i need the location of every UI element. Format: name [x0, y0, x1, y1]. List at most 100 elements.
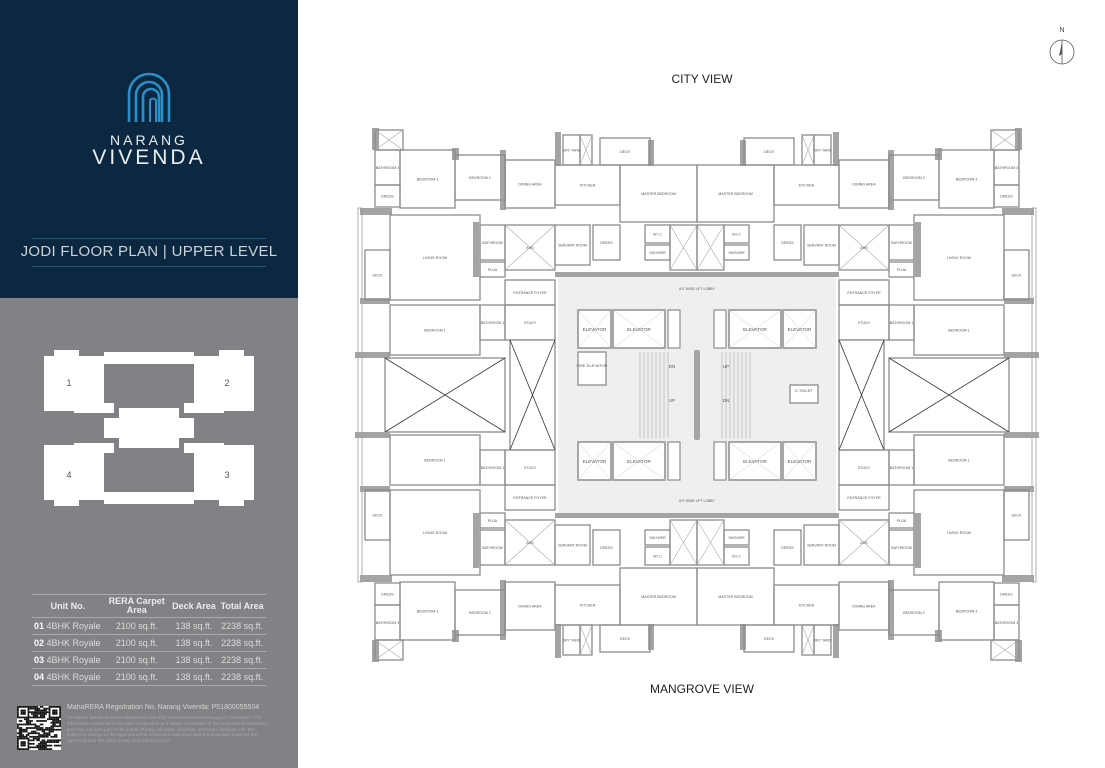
cutout-cross — [888, 357, 1010, 433]
wall — [888, 580, 894, 640]
room-label-wic: W.I.C — [732, 555, 741, 559]
room-label-deck: DECK — [764, 637, 775, 641]
rera-registration: MahaRERA Registration No. Narang Vivenda… — [67, 704, 260, 711]
room-label-master: MASTER BEDROOM — [718, 595, 753, 599]
shaft-cross — [577, 309, 612, 349]
col-deck-area: Deck Area — [169, 594, 219, 618]
shaft-cross — [669, 224, 698, 271]
elevator-label: ELEVATOR — [743, 459, 767, 464]
room-label-deck: DECK — [620, 150, 631, 154]
qr-code[interactable] — [17, 706, 61, 750]
room-dress — [592, 529, 621, 566]
wall — [500, 150, 506, 210]
wall — [360, 486, 390, 492]
room-label-shower: SHOWER — [728, 251, 745, 255]
room-label-bathroom1: BATHROOM 1 — [890, 321, 914, 325]
key-plan-unit-shape — [194, 356, 254, 411]
shaft-cross — [990, 129, 1020, 151]
room-label-puja: PUJA — [488, 519, 498, 523]
room-label-master: MASTER BEDROOM — [718, 192, 753, 196]
lift-lobby-label: 6'0" WIDE LIFT LOBBY — [679, 499, 715, 503]
cutout-cross — [384, 357, 506, 433]
room-servant — [803, 224, 840, 266]
room-label-ahs: AHS — [860, 246, 868, 250]
shaft-cross — [509, 339, 556, 451]
key-plan-unit-shape — [44, 356, 104, 411]
wall — [1004, 298, 1034, 304]
room-label-kitchen: KITCHEN — [799, 184, 815, 188]
room-label-foyer: ENTRANCE FOYER — [847, 291, 881, 295]
shaft-cross — [669, 519, 698, 566]
room-label-dining: DINING AREA — [852, 183, 876, 187]
room-label-dining: DINING AREA — [518, 183, 542, 187]
carpet-area: 2100 sq.ft. — [103, 651, 170, 669]
room-master — [696, 567, 775, 626]
unit-2-plan — [696, 128, 1039, 583]
room-label-bathroom3: BATHROOM 3 — [995, 166, 1019, 170]
room-label-shower: SHOWER — [649, 251, 666, 255]
room-label-kitchen: KITCHEN — [580, 184, 596, 188]
wall — [915, 222, 921, 277]
room-label-shower: SHOWER — [728, 536, 745, 540]
elevator-label: ELEVATOR — [627, 327, 651, 332]
key-plan-unit-shape — [149, 492, 194, 504]
key-plan-unit-2: 2 — [224, 378, 229, 388]
room-label-kitchen: KITCHEN — [580, 604, 596, 608]
wall — [473, 222, 479, 277]
room-label-bathroom3: BATHROOM 3 — [376, 166, 400, 170]
lift-lobby-label: 6'0" WIDE LIFT LOBBY — [679, 287, 715, 291]
room-label-foyer: ENTRANCE FOYER — [513, 496, 547, 500]
room-label-servant: SERVANT ROOM — [558, 244, 587, 248]
room-side_deck — [1003, 489, 1030, 541]
room-label-dry_yard: DRY YARD — [813, 639, 832, 643]
wall — [888, 150, 894, 210]
room-label-ahs: AHS — [526, 541, 534, 545]
mangrove-view-label: MANGROVE VIEW — [650, 682, 755, 696]
fire-elevator-shaft — [577, 351, 607, 386]
stair-up-label: UP — [723, 364, 729, 369]
wall — [740, 140, 746, 166]
total-area: 2238 sq.ft. — [218, 617, 266, 635]
table-row: 03 4BHK Royale 2100 sq.ft. 138 sq.ft. 22… — [32, 651, 266, 669]
room-label-bathroom1: BATHROOM 1 — [481, 321, 505, 325]
col-total-area: Total Area — [218, 594, 266, 618]
service-duct — [667, 441, 681, 481]
room-servant — [554, 524, 591, 566]
room-label-bathroom: BATHROOM — [482, 546, 503, 550]
room-label-bedroom1: BEDROOM 1 — [948, 459, 970, 463]
wall — [915, 513, 921, 568]
city-view-label: CITY VIEW — [671, 72, 733, 86]
deck-area: 138 sq.ft. — [169, 617, 219, 635]
room-label-living: LIVING ROOM — [423, 531, 447, 535]
room-label-bathroom3: BATHROOM 3 — [995, 621, 1019, 625]
disclaimer: For further details on RERA registration… — [67, 715, 267, 744]
room-label-bedroom3: BEDROOM 3 — [417, 610, 439, 614]
room-label-side_deck: DECK — [373, 274, 384, 278]
brand-name-line2: VIVENDA — [92, 146, 206, 169]
room-label-living: LIVING ROOM — [947, 531, 971, 535]
wall — [555, 624, 561, 658]
table-row: 02 4BHK Royale 2100 sq.ft. 138 sq.ft. 22… — [32, 634, 266, 652]
service-duct — [667, 309, 681, 349]
wall — [555, 272, 697, 277]
shaft-cross — [990, 639, 1020, 661]
col-carpet-area: RERA Carpet Area — [103, 594, 170, 618]
service-duct — [713, 441, 727, 481]
key-plan-unit-1: 1 — [66, 378, 71, 388]
key-plan-unit-shape — [54, 496, 79, 506]
room-label-dress3: DRESS — [1000, 593, 1013, 597]
key-plan-core — [104, 418, 194, 438]
room-label-study: STUDY — [524, 321, 537, 325]
room-label-dress: DRESS — [781, 241, 794, 245]
total-area: 2238 sq.ft. — [218, 651, 266, 669]
room-master — [696, 164, 775, 223]
stair-up-label: UP — [669, 398, 675, 403]
unit-no: 04 4BHK Royale — [32, 668, 104, 686]
divider — [32, 266, 266, 267]
room-label-foyer: ENTRANCE FOYER — [847, 496, 881, 500]
stair-dn-label: DN — [723, 398, 730, 403]
facade-line — [1031, 207, 1037, 583]
wall — [355, 432, 390, 438]
room-servant — [803, 524, 840, 566]
room-label-bathroom: BATHROOM — [482, 241, 503, 245]
